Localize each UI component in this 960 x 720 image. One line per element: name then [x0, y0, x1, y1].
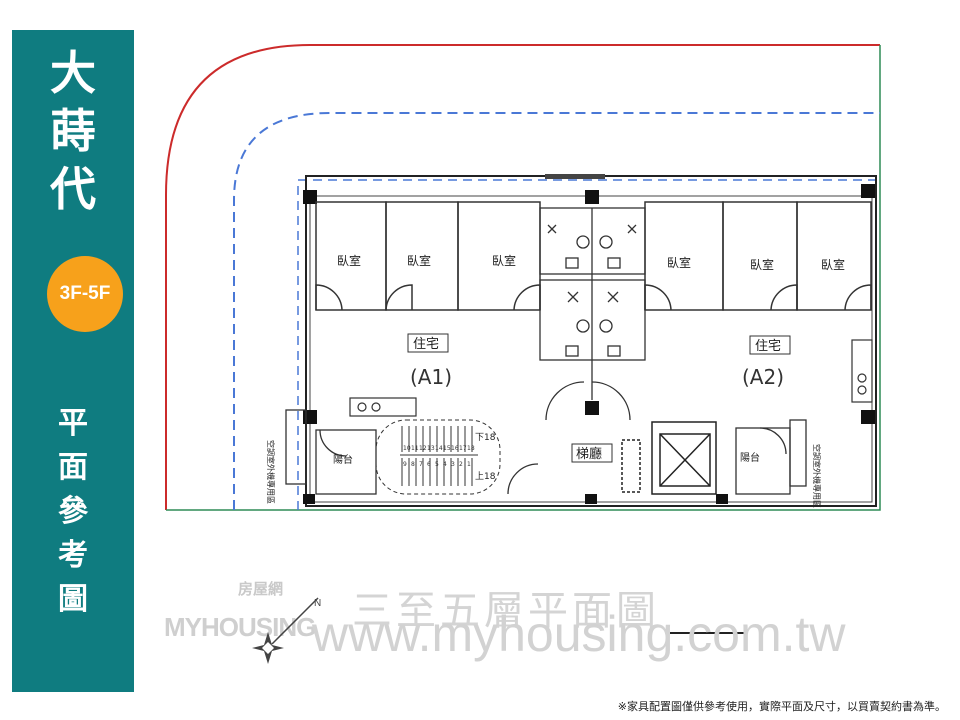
stair-step-number: 16 — [451, 445, 459, 452]
unit-a1-code: (A1) — [410, 365, 452, 389]
stair-step-number: 3 — [451, 461, 455, 468]
unit-a2-bedrooms — [644, 201, 872, 311]
stair-step-number: 15 — [443, 445, 451, 452]
disclaimer-note: ※家具配置圖僅供參考使用，實際平面及尺寸，以買賣契約書為準。 — [617, 700, 946, 713]
bathrooms — [539, 207, 646, 400]
watermark-brand-cn: 房屋網 — [238, 580, 284, 598]
unit-a1-label: 住宅 — [413, 337, 439, 352]
elevator — [621, 421, 717, 495]
stair-step-number: 18 — [467, 445, 475, 452]
columns — [303, 184, 875, 504]
floor-badge: 3F-5F — [47, 256, 123, 332]
compass-icon: N — [252, 597, 321, 664]
site-boundary-line — [165, 44, 880, 510]
stair-step-number: 14 — [435, 445, 443, 452]
stair-step-number: 8 — [411, 461, 415, 468]
room-label-bedroom: 臥室 — [667, 255, 691, 270]
room-label-bedroom: 臥室 — [821, 257, 845, 272]
stair-treads — [400, 426, 478, 486]
stair-step-number: 12 — [419, 445, 427, 452]
stair-step-number: 11 — [411, 445, 419, 452]
watermark-brand-en: MYHOUSING — [164, 612, 316, 642]
watermark-url: www.myhousing.com.tw — [312, 606, 846, 662]
balcony-label: 陽台 — [333, 453, 353, 466]
balcony-label: 陽台 — [740, 451, 760, 464]
green-boundary-line — [166, 45, 881, 511]
stair-step-number: 17 — [459, 445, 467, 452]
room-label-bedroom: 臥室 — [750, 257, 774, 272]
svg-text:N: N — [314, 598, 321, 609]
unit-a2-label: 住宅 — [755, 339, 781, 354]
elevator-lobby-label: 梯廳 — [576, 446, 602, 462]
plan-subtitle: 平面參考圖 — [58, 406, 88, 617]
stair-step-number: 7 — [419, 461, 423, 468]
room-label-bedroom: 臥室 — [407, 253, 431, 268]
aircon-platform-label-right: 空調室外機專用區 — [812, 444, 822, 508]
aircon-platform-label-left: 空調室外機專用區 — [266, 440, 276, 504]
stair-step-number: 6 — [427, 461, 431, 468]
stair-step-numbers: 10 11 12 13 14 15 16 17 18 9 8 7 6 5 4 3… — [403, 445, 475, 468]
plan-caption: 三至五層平面圖 — [352, 588, 660, 634]
balconies — [285, 409, 807, 495]
unit-a2-code: (A2) — [742, 365, 784, 389]
stair-step-number: 1 — [467, 461, 471, 468]
stair-step-number: 5 — [435, 461, 439, 468]
project-title: 大蒔代 — [50, 46, 96, 216]
lobby-doors — [507, 381, 631, 495]
stair-step-number: 10 — [403, 445, 411, 452]
kitchen-counters — [349, 339, 873, 417]
inner-setback-line — [297, 179, 880, 510]
stair-down-label: 上18 — [475, 471, 496, 482]
stair-step-number: 9 — [403, 461, 407, 468]
stair-up-label: 下18 — [475, 433, 496, 443]
room-label-bedroom: 臥室 — [492, 253, 516, 268]
stair-step-number: 4 — [443, 461, 447, 468]
stair-step-number: 13 — [427, 445, 435, 452]
staircase — [375, 419, 501, 495]
stair-step-number: 2 — [459, 461, 463, 468]
room-label-bedroom: 臥室 — [337, 253, 361, 268]
sidebar: 大蒔代 3F-5F 平面參考圖 — [12, 30, 134, 692]
setback-line — [233, 112, 880, 510]
